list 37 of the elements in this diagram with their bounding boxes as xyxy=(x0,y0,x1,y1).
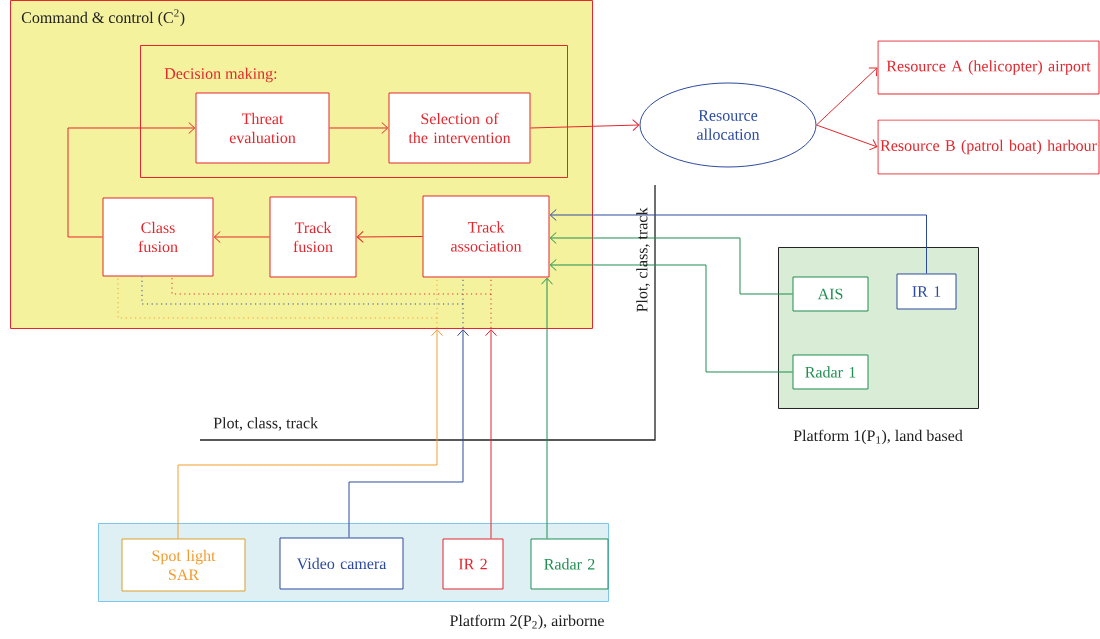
line-label: Plot, class, track xyxy=(636,207,650,312)
resource-box: Resource B (patrol boat) harbour xyxy=(877,119,1100,175)
process-box: Selection of the intervention xyxy=(388,92,531,164)
sensor-box: Radar 1 xyxy=(792,354,869,390)
resource-box: Resource A (helicopter) airport xyxy=(877,40,1100,95)
arrow xyxy=(213,231,270,243)
process-box: Track association xyxy=(422,195,550,278)
arrow xyxy=(177,329,443,539)
connector xyxy=(436,277,438,329)
arrow xyxy=(816,67,878,126)
arrow xyxy=(356,230,423,243)
connector xyxy=(462,277,464,329)
process-box: Class fusion xyxy=(102,197,214,277)
sensor-box: AIS xyxy=(792,276,869,312)
connector xyxy=(171,276,492,295)
process-box: Track fusion xyxy=(269,196,357,278)
arrow xyxy=(67,122,196,238)
sensor-box: IR 2 xyxy=(442,538,504,590)
arrow xyxy=(816,124,878,151)
process-box: Threat evaluation xyxy=(195,92,330,164)
node-label: Platform 1(P$_{1}$), land based xyxy=(793,429,963,445)
sensor-box: Spot light SAR xyxy=(121,538,246,592)
arrow xyxy=(348,329,469,538)
connector xyxy=(141,276,464,305)
node-label: Platform 2(P$_{2}$), airborne xyxy=(449,614,604,630)
sensor-box: IR 1 xyxy=(896,273,957,310)
arrow xyxy=(549,209,927,274)
arrow xyxy=(485,329,497,539)
arrow xyxy=(329,122,389,134)
arrow xyxy=(530,119,640,132)
arrow xyxy=(549,259,793,373)
connector xyxy=(490,277,492,329)
arrow xyxy=(541,277,553,539)
sensor-box: Video camera xyxy=(279,537,404,590)
arrow xyxy=(549,232,793,295)
sensor-box: Radar 2 xyxy=(530,538,609,590)
line-label: Plot, class, track xyxy=(213,417,319,431)
